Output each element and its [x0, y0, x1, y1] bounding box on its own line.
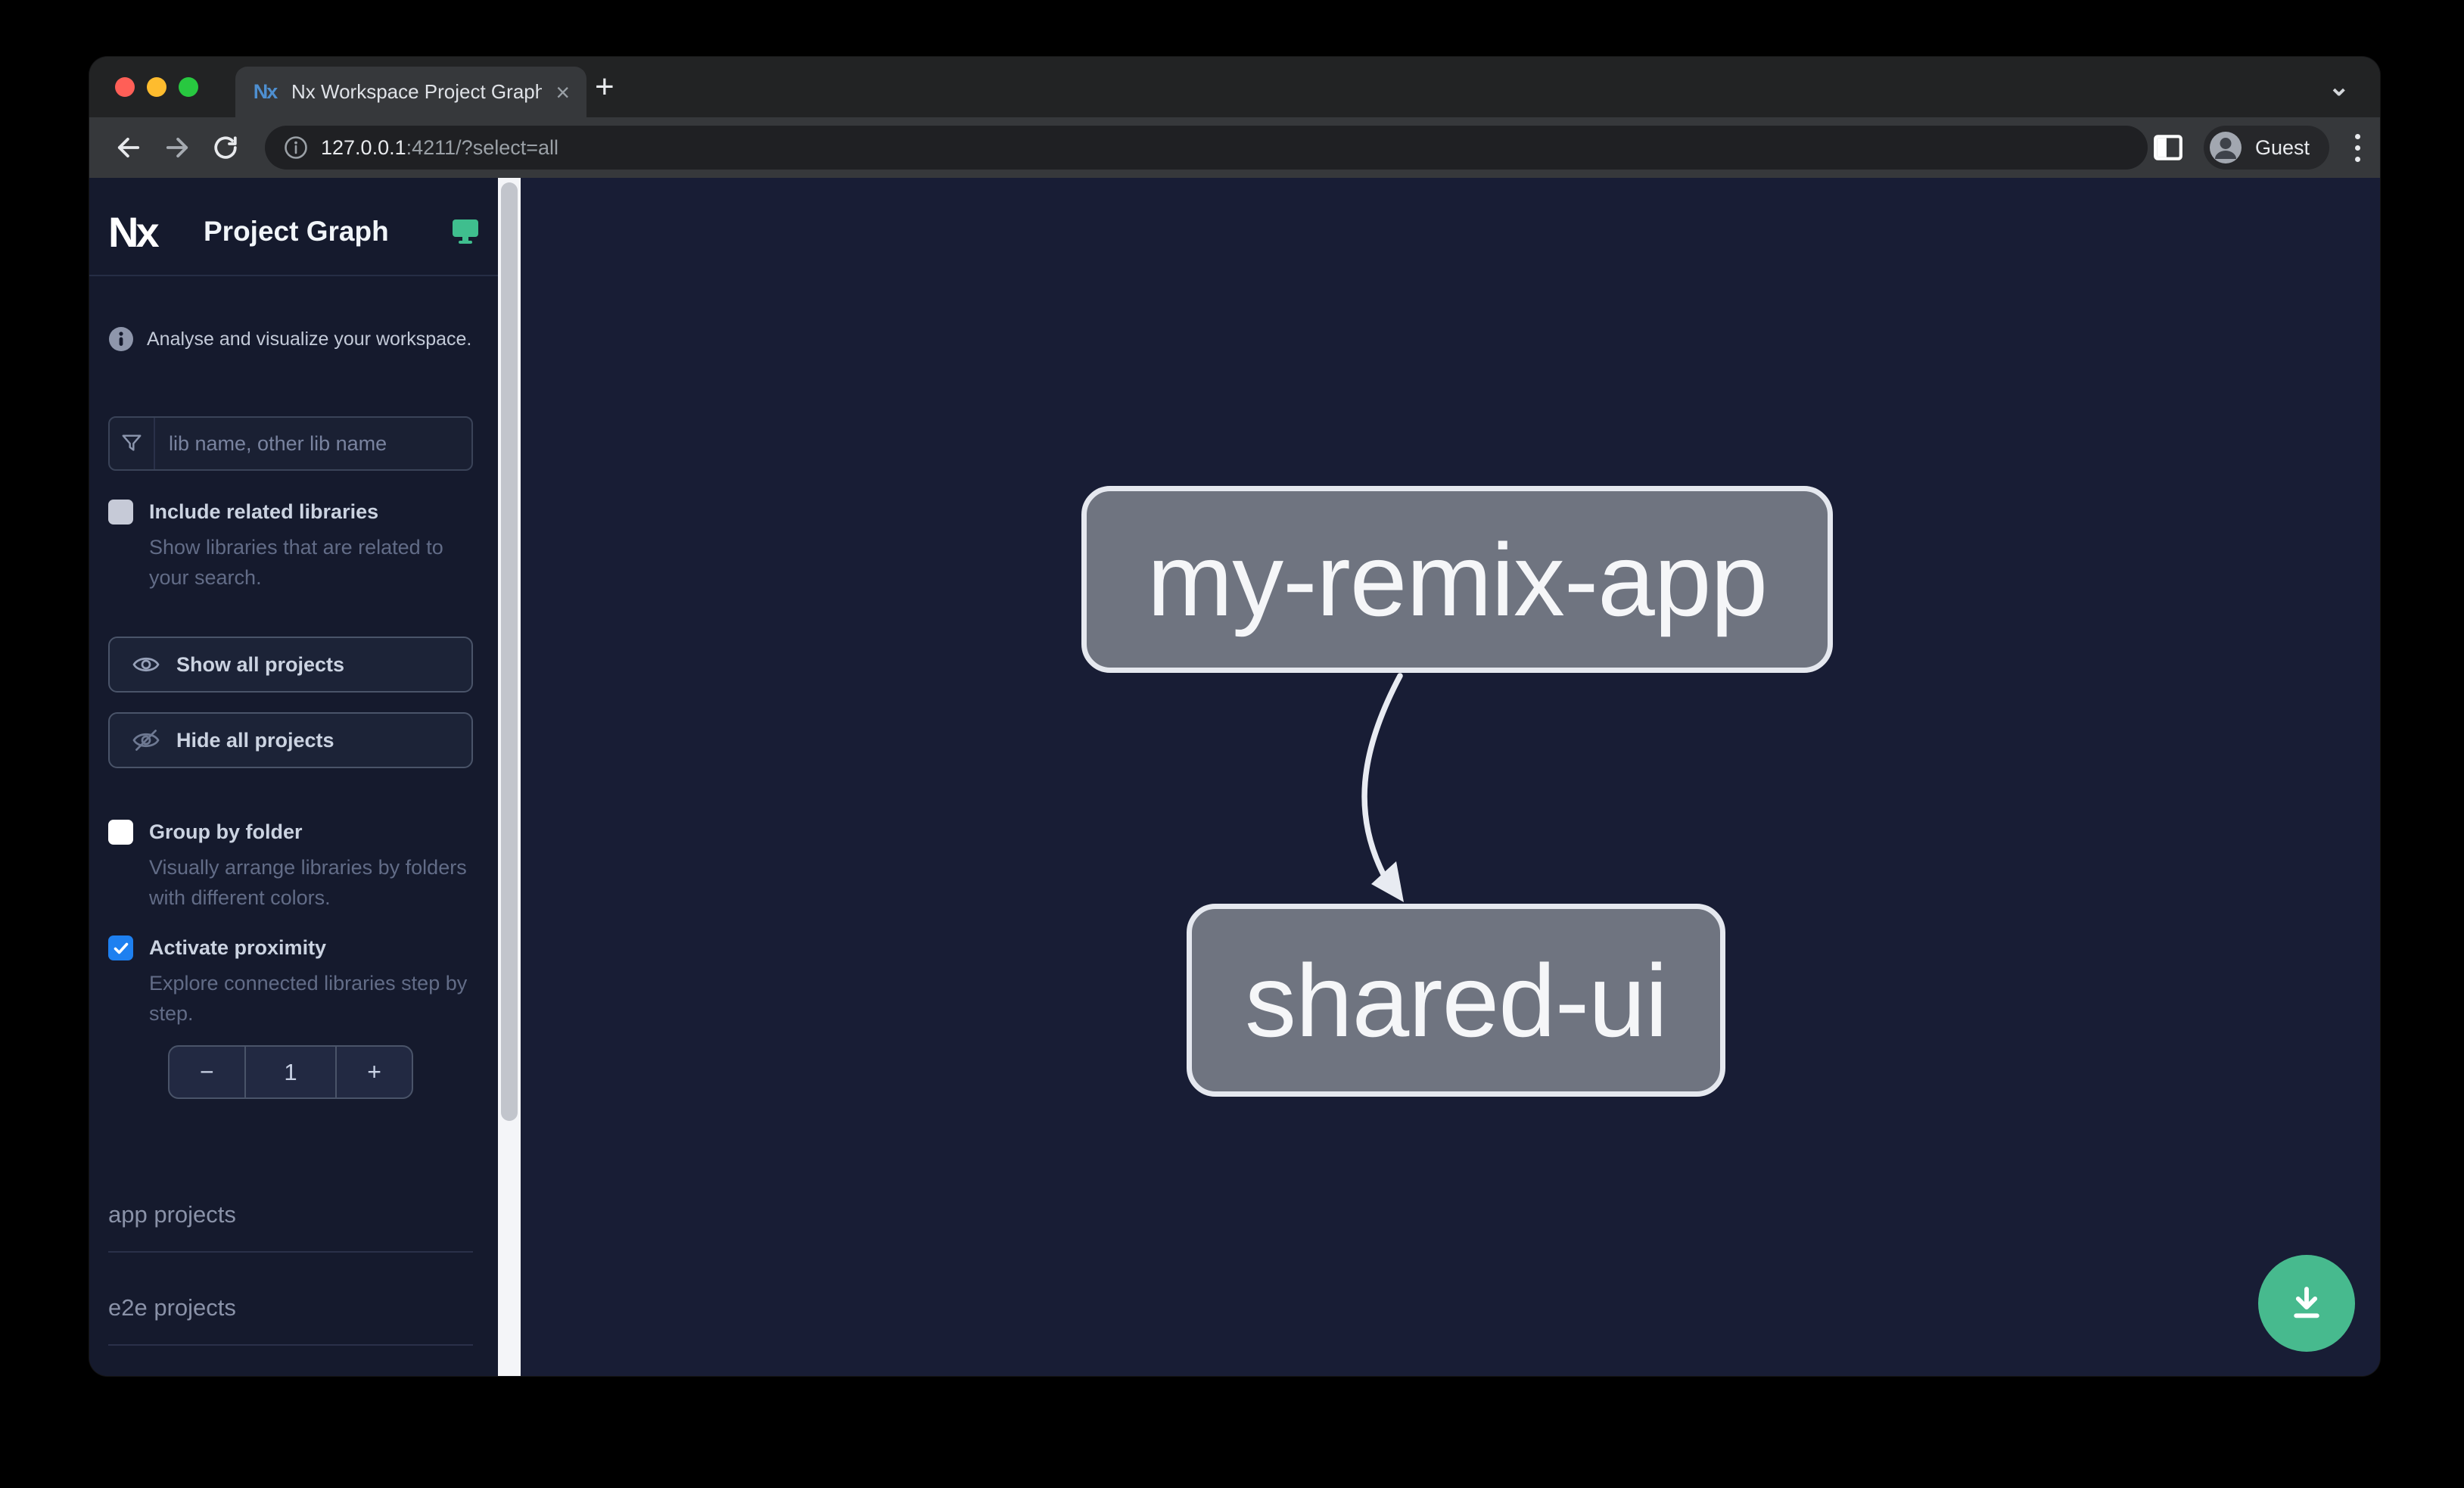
section-app-projects: app projects: [108, 1201, 473, 1253]
forward-icon[interactable]: [160, 131, 194, 164]
graph-node-shared-ui[interactable]: shared-ui: [1187, 904, 1725, 1097]
toolbar-right-cluster: Guest: [2152, 117, 2366, 178]
sidebar-header: Nx Project Graph: [89, 178, 498, 276]
stepper-decrement-button[interactable]: −: [200, 1058, 214, 1085]
option-activate-proximity: Activate proximity Explore connected lib…: [108, 935, 473, 1029]
button-label: Show all projects: [176, 652, 345, 676]
search-box: [108, 416, 473, 471]
dependency-edge[interactable]: [521, 178, 2380, 1376]
zoom-window-button[interactable]: [179, 77, 198, 97]
option-label: Group by folder: [149, 820, 303, 843]
minimize-window-button[interactable]: [147, 77, 166, 97]
eye-off-icon: [131, 728, 161, 752]
filter-icon: [110, 418, 155, 469]
traffic-lights: [115, 57, 198, 117]
activate-proximity-checkbox[interactable]: [108, 935, 133, 960]
search-input[interactable]: [155, 418, 471, 469]
option-description: Visually arrange libraries by folders wi…: [149, 856, 467, 909]
sidebar: Nx Project Graph Analyse and visualize y…: [89, 178, 498, 1376]
tab-title: Nx Workspace Project Graph: [291, 80, 543, 103]
eye-icon: [131, 652, 161, 677]
tagline-row: Analyse and visualize your workspace.: [108, 326, 473, 352]
hide-all-projects-button[interactable]: Hide all projects: [108, 712, 473, 768]
node-label: shared-ui: [1245, 942, 1668, 1058]
tab-close-icon[interactable]: ×: [555, 78, 570, 106]
group-by-folder-checkbox[interactable]: [108, 820, 133, 845]
sidebar-scrollbar-track: [498, 178, 521, 1376]
browser-menu-icon[interactable]: [2349, 133, 2366, 162]
connected-monitor-icon: [452, 219, 479, 244]
browser-window: Nx Nx Workspace Project Graph × + ⌄: [89, 57, 2380, 1376]
profile-button[interactable]: Guest: [2203, 126, 2329, 170]
info-icon: [108, 326, 134, 352]
option-description: Show libraries that are related to your …: [149, 536, 443, 589]
button-label: Hide all projects: [176, 728, 334, 752]
option-description: Explore connected libraries step by step…: [149, 972, 468, 1025]
tagline-text: Analyse and visualize your workspace.: [147, 328, 472, 350]
option-group-by-folder: Group by folder Visually arrange librari…: [108, 820, 473, 913]
option-include-related: Include related libraries Show libraries…: [108, 500, 473, 593]
profile-name: Guest: [2254, 135, 2310, 159]
option-label: Include related libraries: [149, 500, 379, 523]
browser-toolbar: 127.0.0.1:4211/?select=all Guest: [89, 117, 2380, 178]
tab-strip: Nx Nx Workspace Project Graph × + ⌄: [89, 57, 2380, 117]
section-e2e-projects: e2e projects: [108, 1294, 473, 1346]
url-bar[interactable]: 127.0.0.1:4211/?select=all: [265, 126, 2148, 170]
show-all-projects-button[interactable]: Show all projects: [108, 637, 473, 693]
project-graph-canvas[interactable]: my-remix-app shared-ui: [521, 178, 2380, 1376]
browser-tab[interactable]: Nx Nx Workspace Project Graph ×: [235, 67, 586, 117]
site-info-icon[interactable]: [283, 135, 309, 160]
include-related-checkbox[interactable]: [108, 500, 133, 525]
page-title: Project Graph: [204, 216, 389, 247]
url-text: 127.0.0.1:4211/?select=all: [321, 135, 559, 159]
download-image-button[interactable]: [2258, 1255, 2355, 1352]
new-tab-button[interactable]: +: [595, 68, 614, 105]
graph-node-my-remix-app[interactable]: my-remix-app: [1081, 486, 1833, 673]
back-icon[interactable]: [112, 131, 145, 164]
option-label: Activate proximity: [149, 936, 327, 959]
proximity-stepper: − 1 +: [168, 1045, 413, 1099]
download-icon: [2283, 1280, 2330, 1327]
tab-overflow-chevron-icon[interactable]: ⌄: [2328, 73, 2350, 101]
sidebar-scrollbar-thumb[interactable]: [501, 182, 518, 1121]
avatar-icon: [2208, 130, 2243, 165]
stepper-increment-button[interactable]: +: [335, 1047, 412, 1097]
stepper-value: 1: [244, 1047, 336, 1097]
close-window-button[interactable]: [115, 77, 135, 97]
reload-icon[interactable]: [209, 131, 242, 164]
nx-logo: Nx: [108, 207, 160, 256]
nx-favicon-icon: Nx: [253, 80, 278, 103]
window-content: Nx Project Graph Analyse and visualize y…: [89, 178, 2380, 1376]
node-label: my-remix-app: [1146, 521, 1768, 637]
side-panel-icon[interactable]: [2152, 132, 2184, 163]
